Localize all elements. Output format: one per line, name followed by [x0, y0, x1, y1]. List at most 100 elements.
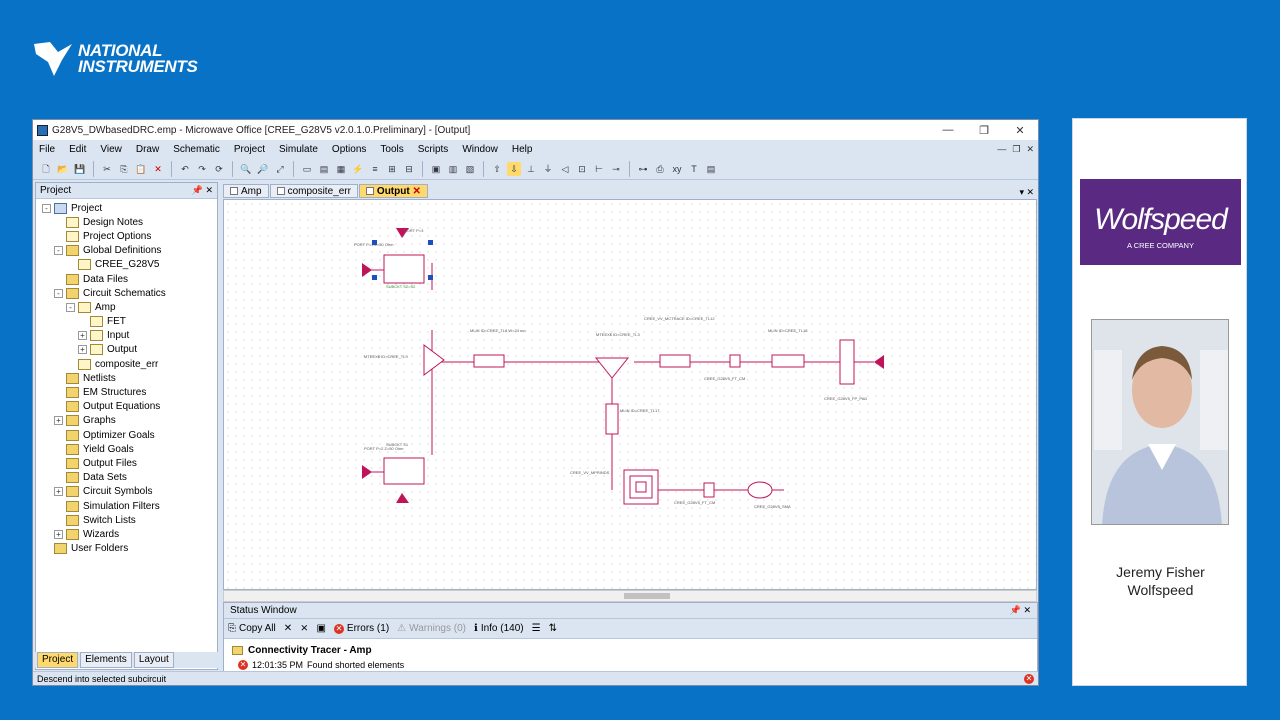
zoom-out-icon[interactable]: 🔎 — [257, 163, 269, 174]
port-5[interactable] — [874, 355, 884, 369]
mdi-restore-icon[interactable]: ❐ — [1012, 143, 1021, 154]
menu-file[interactable]: File — [39, 143, 56, 155]
tree-item[interactable]: Netlists — [36, 371, 217, 385]
ascend-icon[interactable]: ⇧ — [493, 163, 501, 174]
new-icon[interactable]: 🗋 — [42, 163, 50, 174]
port-icon[interactable]: ◁ — [561, 163, 569, 174]
expand-icon[interactable]: - — [54, 246, 63, 256]
view-3d-icon[interactable]: ▧ — [465, 163, 475, 174]
menu-window[interactable]: Window — [462, 143, 498, 155]
clear-all-button[interactable]: ⨯ — [300, 623, 309, 634]
capacitor-1[interactable] — [729, 354, 741, 368]
tree-item[interactable]: FET — [36, 315, 217, 329]
tree-item[interactable]: Design Notes — [36, 215, 217, 229]
menu-simulate[interactable]: Simulate — [279, 143, 318, 155]
pin-icon[interactable]: 📌 ✕ — [1009, 605, 1031, 615]
expand-icon[interactable]: + — [78, 345, 87, 355]
refresh-icon[interactable]: ⟳ — [215, 163, 223, 174]
tee-junction-1[interactable] — [423, 344, 445, 376]
tree-item[interactable]: EM Structures — [36, 385, 217, 399]
tab-project[interactable]: Project — [37, 652, 79, 668]
descend-icon[interactable]: ⇩ — [507, 161, 521, 176]
minimize-button[interactable]: — — [942, 123, 954, 136]
copy-all-button[interactable]: ⎘Copy All — [228, 623, 276, 634]
close-button[interactable]: ✕ — [1015, 124, 1025, 137]
mdi-minimize-icon[interactable]: — — [997, 143, 1007, 154]
paste-icon[interactable]: 📋 — [135, 163, 147, 174]
expand-icon[interactable]: + — [54, 529, 63, 539]
copy-icon[interactable]: ⎘ — [120, 163, 128, 174]
tree-item[interactable]: Data Files — [36, 272, 217, 286]
doc-tab-output[interactable]: Output ✕ — [358, 184, 428, 198]
tree-item[interactable]: Simulation Filters — [36, 499, 217, 513]
add-schematic-icon[interactable]: ▭ — [302, 163, 312, 174]
expand-icon[interactable]: - — [66, 302, 75, 312]
horizontal-scrollbar[interactable] — [223, 590, 1037, 602]
tree-item[interactable]: -Amp — [36, 300, 217, 314]
cut-icon[interactable]: ✂ — [103, 163, 111, 174]
optimize-icon[interactable]: ⊞ — [388, 163, 396, 174]
open-icon[interactable]: 📂 — [57, 163, 69, 174]
clear-button[interactable]: ✕ — [283, 623, 293, 634]
tree-item[interactable]: -Circuit Schematics — [36, 286, 217, 300]
port-2[interactable] — [362, 465, 372, 479]
tree-item[interactable]: Project Options — [36, 229, 217, 243]
tree-item[interactable]: User Folders — [36, 542, 217, 556]
errors-filter[interactable]: ✕Errors (1) — [333, 623, 389, 634]
text-icon[interactable]: T — [691, 163, 697, 174]
save-icon[interactable]: 💾 — [74, 163, 86, 174]
tree-item[interactable]: -Project — [36, 201, 217, 215]
menu-draw[interactable]: Draw — [135, 143, 160, 155]
tree-item[interactable]: composite_err — [36, 357, 217, 371]
output-load[interactable] — [839, 339, 855, 385]
delete-icon[interactable]: ✕ — [154, 163, 162, 174]
tline-1[interactable] — [473, 354, 505, 368]
tree-item[interactable]: Switch Lists — [36, 513, 217, 527]
doc-tab-composite-err[interactable]: composite_err — [269, 184, 358, 198]
schematic-canvas[interactable]: PORT P=1 Z=50 Ohm PORT P=3 SUBCKT S2=S2 … — [223, 199, 1037, 590]
port-3[interactable] — [396, 228, 409, 238]
tab-elements[interactable]: Elements — [80, 652, 132, 668]
menu-options[interactable]: Options — [331, 143, 367, 155]
tab-layout[interactable]: Layout — [133, 652, 174, 668]
tree-item[interactable]: Yield Goals — [36, 442, 217, 456]
scrollbar-thumb[interactable] — [624, 593, 670, 599]
filter-button[interactable]: ▣ — [316, 623, 326, 634]
menu-edit[interactable]: Edit — [69, 143, 87, 155]
tree-item[interactable]: +Wizards — [36, 527, 217, 541]
view-schematic-icon[interactable]: ▣ — [431, 163, 441, 174]
equation-icon[interactable]: ▤ — [706, 163, 716, 174]
status-message-row[interactable]: ✕ 12:01:35 PM Found shorted elements — [224, 658, 1037, 672]
tree-item[interactable]: Output Equations — [36, 400, 217, 414]
wire-icon[interactable]: ⊢ — [595, 163, 603, 174]
component-icon[interactable]: ⊶ — [638, 163, 648, 174]
yield-icon[interactable]: ⊟ — [405, 163, 413, 174]
subcircuit-icon[interactable]: ⊡ — [578, 163, 586, 174]
tline-2[interactable] — [659, 354, 691, 368]
add-graph-icon[interactable]: ▦ — [336, 163, 346, 174]
menu-scripts[interactable]: Scripts — [417, 143, 449, 155]
element-icon[interactable]: ⊥ — [527, 163, 535, 174]
port-4[interactable] — [396, 493, 409, 503]
redo-icon[interactable]: ↷ — [198, 163, 206, 174]
tree-item[interactable]: Data Sets — [36, 471, 217, 485]
connector-element[interactable] — [747, 481, 773, 499]
status-group[interactable]: Connectivity Tracer - Amp — [224, 643, 1037, 658]
expand-icon[interactable]: - — [42, 203, 51, 213]
sort-button[interactable]: ⇅ — [548, 623, 557, 634]
pin-icon[interactable]: 📌 ✕ — [191, 185, 213, 195]
tree-item[interactable]: Output Files — [36, 456, 217, 470]
tree-item[interactable]: Optimizer Goals — [36, 428, 217, 442]
tline-3[interactable] — [771, 354, 805, 368]
tune-icon[interactable]: ≡ — [372, 163, 378, 174]
subcircuit-1[interactable] — [383, 254, 425, 284]
tree-item[interactable]: +Graphs — [36, 414, 217, 428]
add-em-icon[interactable]: ▤ — [319, 163, 329, 174]
tree-item[interactable]: CREE_G28V5 — [36, 258, 217, 272]
port-1[interactable] — [362, 263, 372, 277]
zoom-fit-icon[interactable]: ⤢ — [276, 163, 284, 174]
doc-tab-amp[interactable]: Amp — [223, 184, 269, 198]
tree-item[interactable]: +Circuit Symbols — [36, 485, 217, 499]
stop-icon[interactable]: ✕ — [1024, 674, 1034, 684]
